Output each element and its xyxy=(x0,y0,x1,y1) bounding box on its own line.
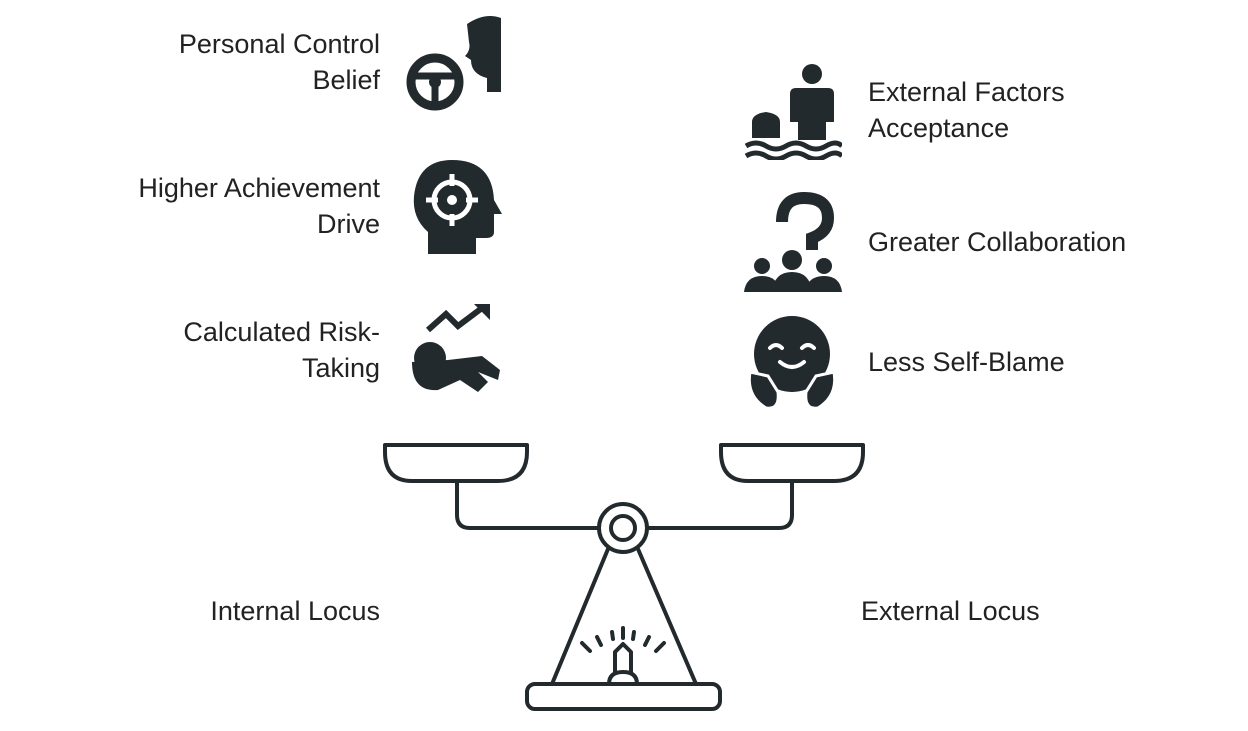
smiling-face-icon xyxy=(747,316,837,410)
pivot xyxy=(597,502,649,554)
label-line: Belief xyxy=(312,65,380,95)
left-pan xyxy=(383,443,529,483)
label-line: Personal Control xyxy=(178,29,380,59)
group-question-icon xyxy=(744,192,842,292)
person-in-water-icon xyxy=(744,64,842,160)
label-line: Drive xyxy=(316,209,380,239)
label-calculated-risk-taking: Calculated Risk- Taking xyxy=(10,314,380,386)
beam xyxy=(455,479,794,530)
stand xyxy=(550,547,698,686)
label-line: Taking xyxy=(301,353,380,383)
external-locus-label: External Locus xyxy=(861,596,1040,626)
steering-wheel-head-icon xyxy=(406,16,501,111)
base xyxy=(525,682,722,711)
label-less-self-blame: Less Self-Blame xyxy=(868,347,1065,377)
label-greater-collaboration: Greater Collaboration xyxy=(868,227,1127,257)
label-line: Acceptance xyxy=(868,113,1010,143)
trend-arrow-person-icon xyxy=(412,304,500,392)
indicator-rays xyxy=(580,626,666,653)
right-pan xyxy=(719,443,865,483)
internal-locus-label: Internal Locus xyxy=(210,596,380,626)
label-line: Higher Achievement xyxy=(138,173,380,203)
indicator xyxy=(607,642,639,686)
pivot-inner xyxy=(609,514,637,542)
label-line: External Factors xyxy=(868,77,1065,107)
target-head-icon xyxy=(413,160,502,254)
label-line: Calculated Risk- xyxy=(183,317,380,347)
